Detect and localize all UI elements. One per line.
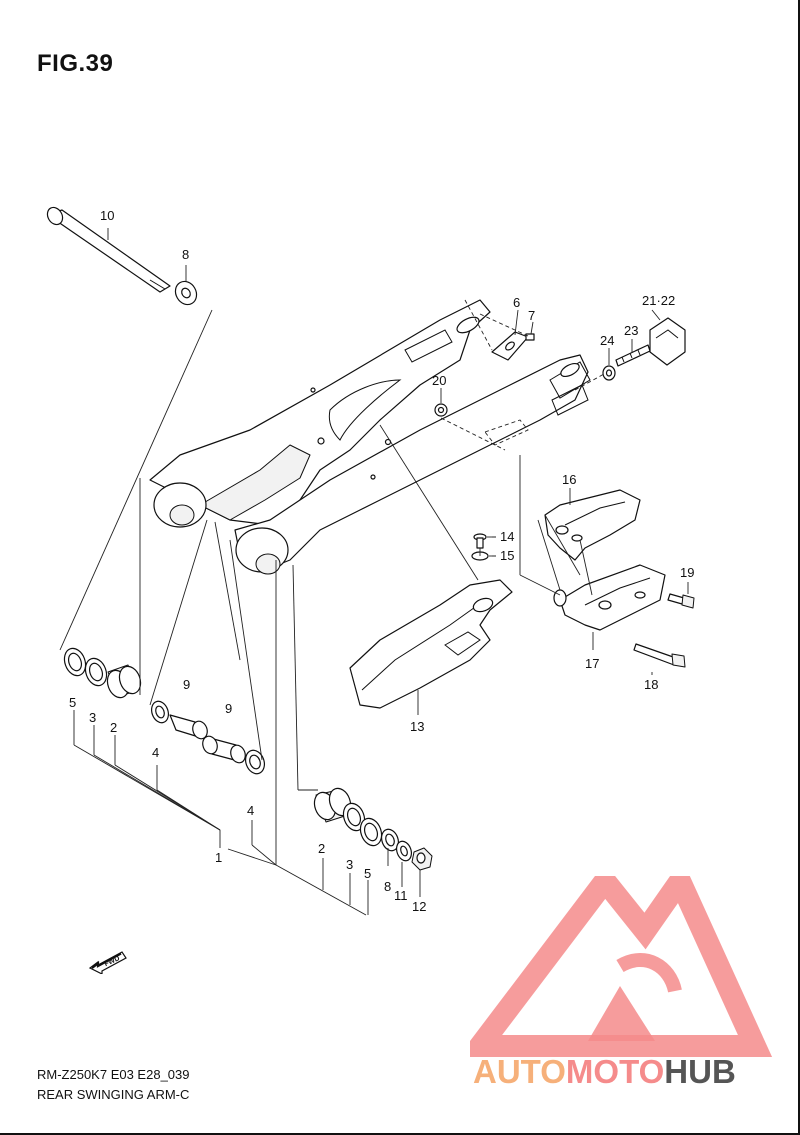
callout-7: 7 bbox=[528, 308, 535, 323]
callout-2-left: 2 bbox=[110, 720, 117, 735]
callout-15: 15 bbox=[500, 548, 514, 563]
callout-10: 10 bbox=[100, 208, 114, 223]
washer-8-top bbox=[174, 280, 198, 306]
callout-8-top: 8 bbox=[182, 247, 189, 262]
fwd-label: FWD bbox=[104, 955, 121, 968]
watermark-moto: MOTO bbox=[565, 1053, 665, 1090]
bolt-19 bbox=[667, 593, 695, 609]
callout-3-right: 3 bbox=[346, 857, 353, 872]
callout-3-left: 3 bbox=[89, 710, 96, 725]
callout-1: 1 bbox=[215, 850, 222, 865]
callout-21-22: 21·22 bbox=[642, 293, 675, 308]
washer-3-right bbox=[342, 802, 366, 832]
plate-6 bbox=[491, 331, 529, 361]
adjuster-bolt-23 bbox=[615, 344, 651, 367]
washer-8-right bbox=[380, 828, 400, 852]
seal-5-right bbox=[359, 817, 383, 847]
washer-3-left bbox=[84, 657, 108, 687]
callout-8-right: 8 bbox=[384, 879, 391, 894]
callout-16: 16 bbox=[562, 472, 576, 487]
callout-2-right: 2 bbox=[318, 841, 325, 856]
fwd-arrow-icon: FWD bbox=[88, 951, 127, 974]
callout-17: 17 bbox=[585, 656, 599, 671]
nut-20 bbox=[434, 403, 448, 417]
callout-5-left: 5 bbox=[69, 695, 76, 710]
adjuster-21-22 bbox=[649, 317, 686, 366]
watermark-text: AUTOMOTOHUB bbox=[473, 1053, 736, 1091]
callout-12: 12 bbox=[412, 899, 426, 914]
callout-19: 19 bbox=[680, 565, 694, 580]
washer-11 bbox=[395, 840, 413, 862]
figure-description: REAR SWINGING ARM-C bbox=[37, 1087, 190, 1102]
callout-14: 14 bbox=[500, 529, 514, 544]
washer-4-left bbox=[150, 700, 170, 724]
callout-4-left: 4 bbox=[152, 745, 159, 760]
figure-code: RM-Z250K7 E03 E28_039 bbox=[37, 1067, 190, 1082]
bolt-14 bbox=[473, 533, 487, 549]
callout-24: 24 bbox=[600, 333, 614, 348]
bearing-2-left bbox=[106, 664, 142, 699]
figure-title: FIG.39 bbox=[37, 50, 114, 77]
callout-5-right: 5 bbox=[364, 866, 371, 881]
watermark-auto: AUTO bbox=[473, 1053, 566, 1090]
callout-6: 6 bbox=[513, 295, 520, 310]
nut-24 bbox=[602, 365, 616, 381]
watermark-hub: HUB bbox=[664, 1053, 736, 1090]
spacer-9-a bbox=[169, 714, 208, 740]
swing-arm bbox=[149, 299, 591, 575]
spacer-9-b bbox=[202, 735, 246, 764]
callout-9-a: 9 bbox=[183, 677, 190, 692]
callout-labels: 10 8 6 7 21·22 23 24 20 16 14 15 19 17 1… bbox=[69, 208, 694, 914]
callout-11: 11 bbox=[394, 888, 408, 903]
automotohub-logo-icon bbox=[470, 876, 773, 1057]
callout-9-b: 9 bbox=[225, 701, 232, 716]
bearing-2-right bbox=[313, 787, 352, 823]
callout-18: 18 bbox=[644, 677, 658, 692]
callout-13: 13 bbox=[410, 719, 424, 734]
callout-20: 20 bbox=[432, 373, 446, 388]
nut-12 bbox=[411, 847, 433, 871]
seal-5-left bbox=[63, 647, 87, 677]
bolt-7 bbox=[525, 333, 535, 341]
callout-4-right: 4 bbox=[247, 803, 254, 818]
chain-guide-17 bbox=[553, 564, 666, 631]
washer-4-right bbox=[244, 749, 266, 775]
bolt-18 bbox=[633, 643, 686, 668]
chain-guide-16 bbox=[544, 489, 641, 561]
chain-slider-13 bbox=[349, 579, 513, 709]
leader-lines bbox=[59, 228, 689, 916]
callout-23: 23 bbox=[624, 323, 638, 338]
pivot-shaft-10 bbox=[46, 206, 171, 293]
